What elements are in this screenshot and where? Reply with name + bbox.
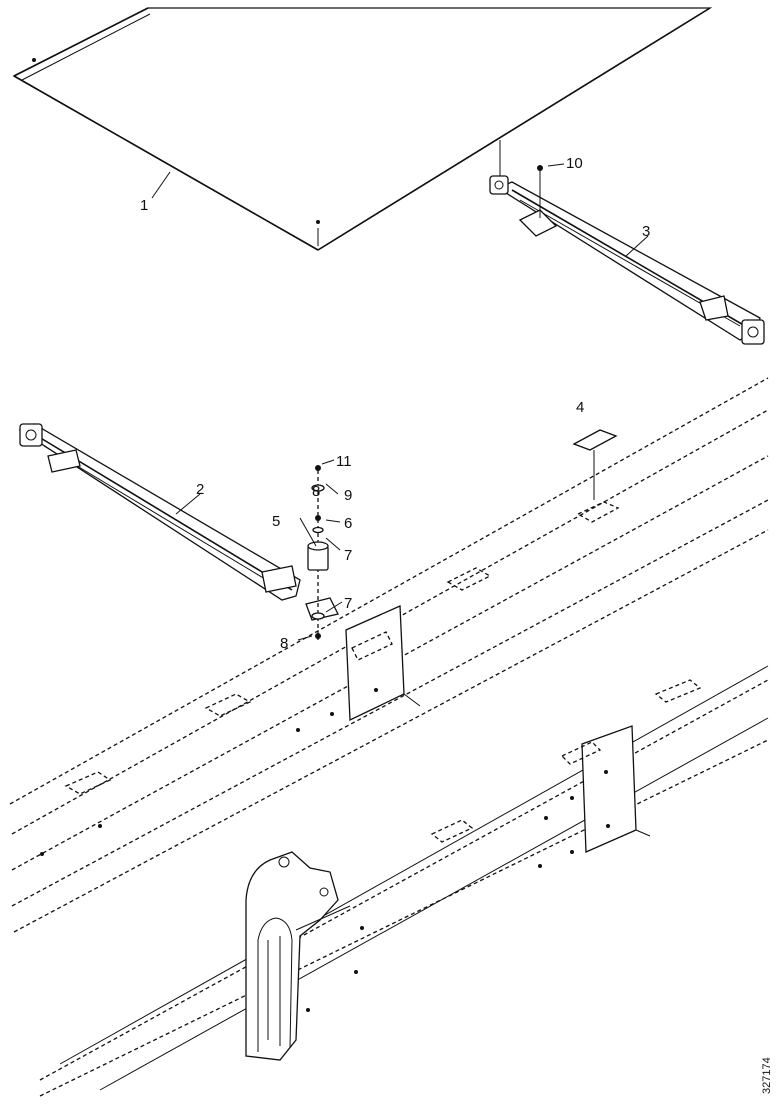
bush-assembly bbox=[297, 459, 343, 641]
bracket-right bbox=[489, 165, 765, 345]
callout-8-lower: 8 bbox=[280, 635, 288, 652]
callout-6: 6 bbox=[344, 515, 352, 532]
callout-leaders bbox=[151, 163, 565, 199]
bracket-left bbox=[18, 423, 339, 621]
callout-1: 1 bbox=[140, 197, 148, 214]
callout-5: 5 bbox=[272, 513, 280, 530]
callout-7-lower: 7 bbox=[344, 595, 352, 612]
chassis-frame bbox=[9, 377, 769, 1097]
spring-hanger bbox=[245, 851, 351, 1061]
callout-7-upper: 7 bbox=[344, 547, 352, 564]
callout-4: 4 bbox=[576, 399, 584, 416]
callout-8-upper: 8 bbox=[312, 483, 320, 500]
callout-2: 2 bbox=[196, 481, 204, 498]
figure-reference-number: 327174 bbox=[761, 1057, 773, 1094]
callout-9: 9 bbox=[344, 487, 352, 504]
pad bbox=[572, 429, 620, 523]
floor-panel bbox=[12, 7, 713, 251]
callout-3: 3 bbox=[642, 223, 650, 240]
callout-11: 11 bbox=[336, 453, 352, 470]
callout-10: 10 bbox=[566, 155, 583, 172]
